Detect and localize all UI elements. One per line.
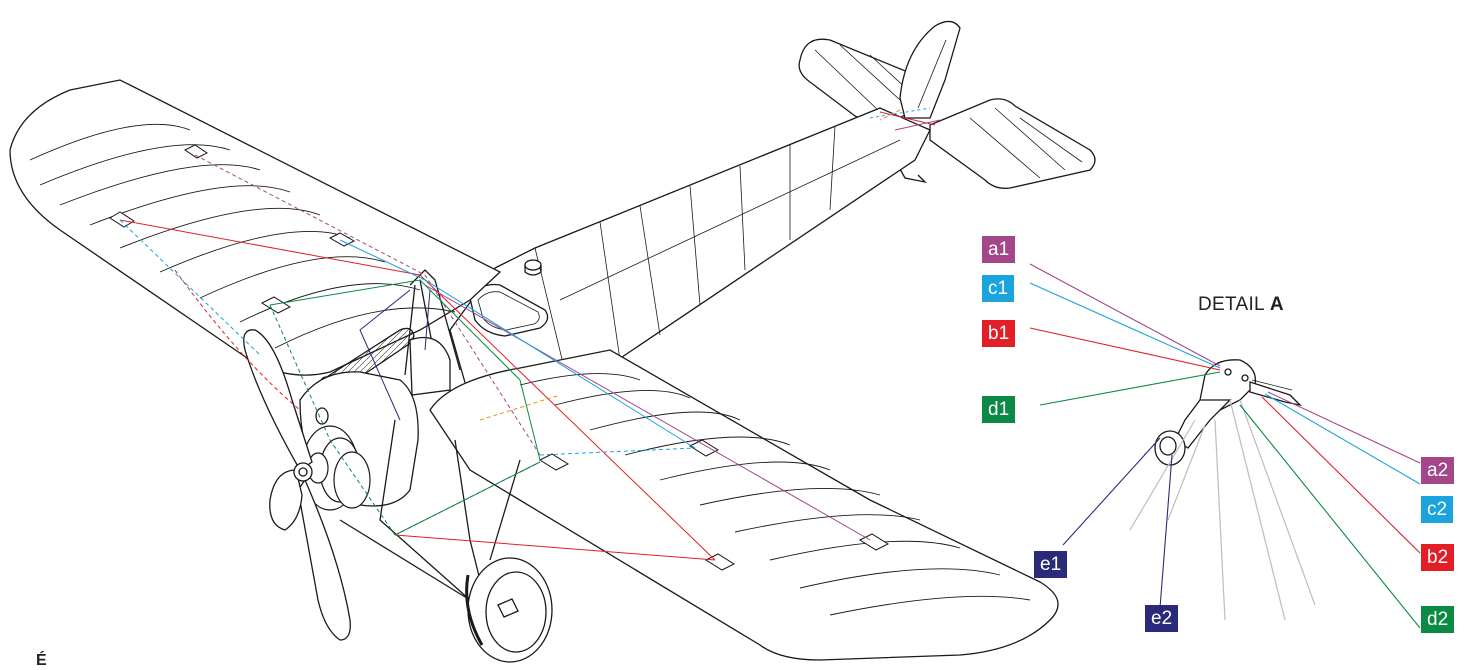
wire-tag-a1: a1 [982, 236, 1016, 263]
wire-tag-d1: d1 [982, 396, 1016, 423]
wire-tag-d2: d2 [1421, 606, 1455, 633]
rigging-wires [119, 107, 941, 561]
wire-tag-b2: b2 [1421, 544, 1455, 571]
left-wing [9, 79, 502, 376]
detail-title-prefix: DETAIL [1198, 294, 1265, 315]
detail-a-fitting [1154, 359, 1302, 466]
wire-tag-c1: c1 [982, 275, 1015, 302]
detail-a-grey-lines [1129, 399, 1316, 621]
rotary-engine [301, 425, 371, 511]
detail-a-wires [1029, 263, 1421, 629]
propeller [243, 329, 351, 641]
tail-assembly [798, 20, 1096, 189]
wire-tag-e2: e2 [1145, 605, 1179, 632]
right-wing [429, 349, 1059, 661]
wire-tag-a2: a2 [1421, 457, 1455, 484]
undercarriage [339, 419, 521, 601]
wire-tag-e1: e1 [1034, 551, 1068, 578]
fuselage [449, 107, 931, 421]
landing-wheel [465, 557, 553, 663]
detail-a-title: DETAIL A [1198, 294, 1284, 316]
wire-tag-c2: c2 [1421, 496, 1454, 523]
corner-mark: É [36, 652, 47, 669]
wire-tag-b1: b1 [982, 320, 1016, 347]
detail-title-letter: A [1269, 294, 1284, 315]
